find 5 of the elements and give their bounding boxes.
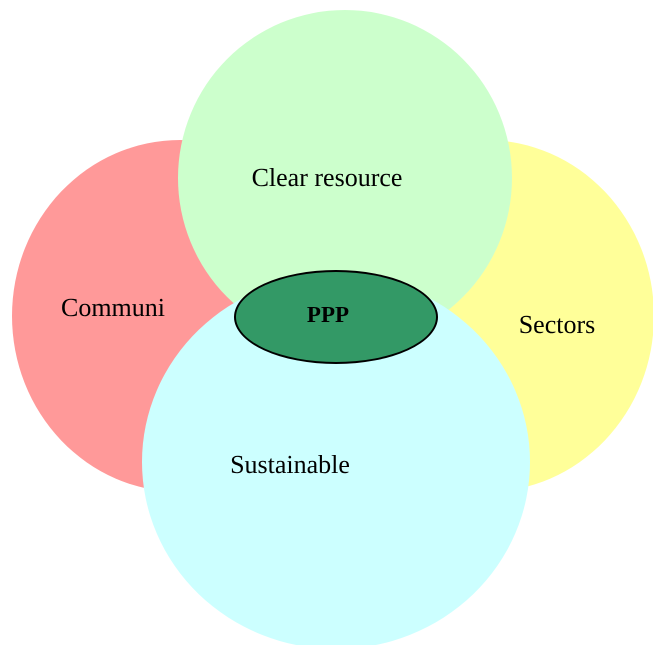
circle-label: Sectors: [518, 310, 596, 340]
ellipse-label: PPP: [306, 302, 350, 328]
circle-label: Sustainable: [230, 450, 350, 480]
circle-label: Communi: [61, 293, 165, 323]
circle-label: Clear resource: [252, 163, 402, 193]
